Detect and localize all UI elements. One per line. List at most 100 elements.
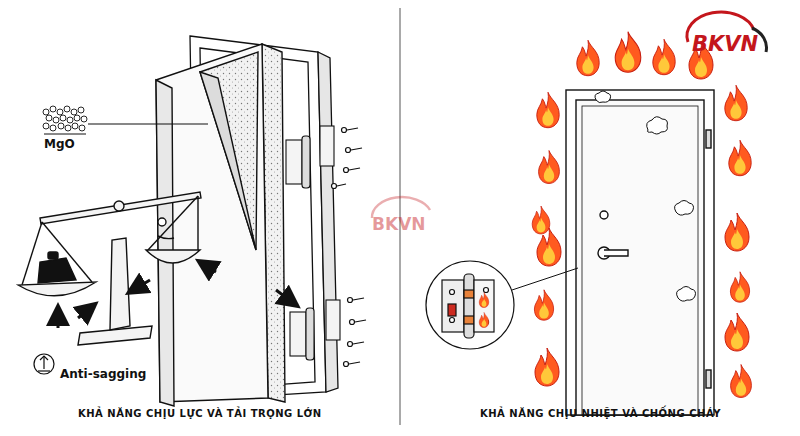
fire-seal: [464, 316, 474, 324]
granule: [67, 117, 73, 123]
granule: [64, 106, 70, 112]
screw: [484, 288, 489, 293]
symbol-circle: [34, 354, 54, 374]
logo-text: BKVN: [692, 32, 758, 56]
weight: [38, 258, 76, 283]
flame: [537, 228, 561, 266]
flame: [725, 313, 749, 351]
screw: [349, 168, 360, 170]
granule: [58, 123, 64, 129]
granule: [53, 117, 59, 123]
fire-tag: [448, 304, 456, 316]
door-slab: [156, 44, 285, 406]
flame: [653, 39, 675, 74]
flame: [577, 40, 599, 75]
symbol-base: [38, 370, 50, 371]
screw: [450, 318, 455, 323]
door-panel-line: [582, 106, 698, 415]
smoke-puff: [647, 117, 668, 134]
mgo-core: [200, 52, 258, 250]
leader-line: [88, 123, 208, 124]
fire-door: [566, 90, 714, 415]
flame: [539, 151, 560, 184]
force-arrow: [57, 308, 60, 328]
scale-pivot: [114, 201, 124, 211]
feature-label: Anti-sagging: [60, 367, 146, 381]
hinge-leaf: [442, 280, 464, 332]
scale-string: [148, 196, 198, 250]
granule: [43, 123, 49, 129]
granule: [46, 115, 52, 121]
hinge-knuckle: [306, 308, 314, 360]
screw: [348, 342, 353, 347]
assembly-arrow: [276, 290, 296, 305]
screw: [348, 298, 353, 303]
screw: [353, 298, 364, 300]
hinges-left: [286, 126, 340, 360]
granule: [60, 115, 66, 121]
force-arrow: [78, 305, 94, 318]
smoke: [595, 91, 696, 301]
cutaway-skin: [200, 72, 256, 250]
flame: [725, 85, 747, 120]
panel-caption: KHẢ NĂNG CHỊU NHIỆT VÀ CHỐNG CHÁY: [480, 408, 721, 419]
mgo-underline: [44, 134, 86, 135]
screw: [353, 342, 364, 344]
inset-circle: [426, 261, 514, 349]
hinge-plate: [320, 126, 334, 166]
symbol-arrow: [43, 357, 44, 369]
scale-pan: [146, 250, 200, 263]
inset-leader: [512, 268, 578, 290]
granule: [65, 125, 71, 131]
flame: [535, 348, 559, 386]
fire-seal: [464, 290, 474, 298]
weight-handle: [48, 252, 58, 259]
flame: [730, 272, 749, 302]
smoke-puff: [677, 287, 696, 302]
granule: [81, 116, 87, 122]
door-lock: [158, 218, 166, 226]
granule: [74, 115, 80, 121]
door-frame: [566, 90, 714, 415]
screw: [351, 148, 362, 150]
hinge-leaf: [474, 280, 494, 332]
screw: [347, 128, 358, 130]
flame: [725, 213, 749, 251]
anti-sagging-symbol: [34, 354, 54, 374]
hinge: [706, 130, 711, 148]
screw: [346, 148, 351, 153]
hinge: [706, 370, 711, 388]
hinge-plate: [326, 300, 340, 340]
smoke-puff: [595, 91, 611, 103]
screw: [342, 128, 347, 133]
scale-pan: [18, 282, 96, 296]
flame: [729, 140, 751, 175]
smoke-puff: [675, 201, 694, 216]
granule: [57, 109, 63, 115]
force-arrows: [58, 262, 216, 328]
material-label: MgO: [44, 137, 75, 151]
door-side: [156, 80, 174, 406]
screw: [350, 320, 355, 325]
hinge-knuckle: [302, 136, 310, 188]
mgo-granules: [43, 106, 87, 131]
flame: [532, 206, 550, 234]
scale-pillar: [110, 238, 130, 330]
hinge-leaf: [286, 140, 302, 184]
granule: [79, 125, 85, 131]
flame: [534, 290, 553, 320]
screw: [344, 168, 349, 173]
scale-string: [197, 196, 198, 250]
flames: [532, 32, 751, 398]
granule: [71, 109, 77, 115]
door-lock: [600, 211, 608, 219]
flame: [615, 32, 641, 73]
watermark: BKVN: [372, 214, 426, 234]
hinge-leaf: [290, 312, 306, 356]
screw: [355, 320, 366, 322]
force-arrow: [130, 280, 150, 292]
panel-caption: KHẢ NĂNG CHỊU LỰC VÀ TẢI TRỌNG LỚN: [78, 408, 322, 419]
hinge-knuckle: [464, 274, 474, 338]
granule: [50, 125, 56, 131]
frame-edge: [318, 52, 338, 392]
